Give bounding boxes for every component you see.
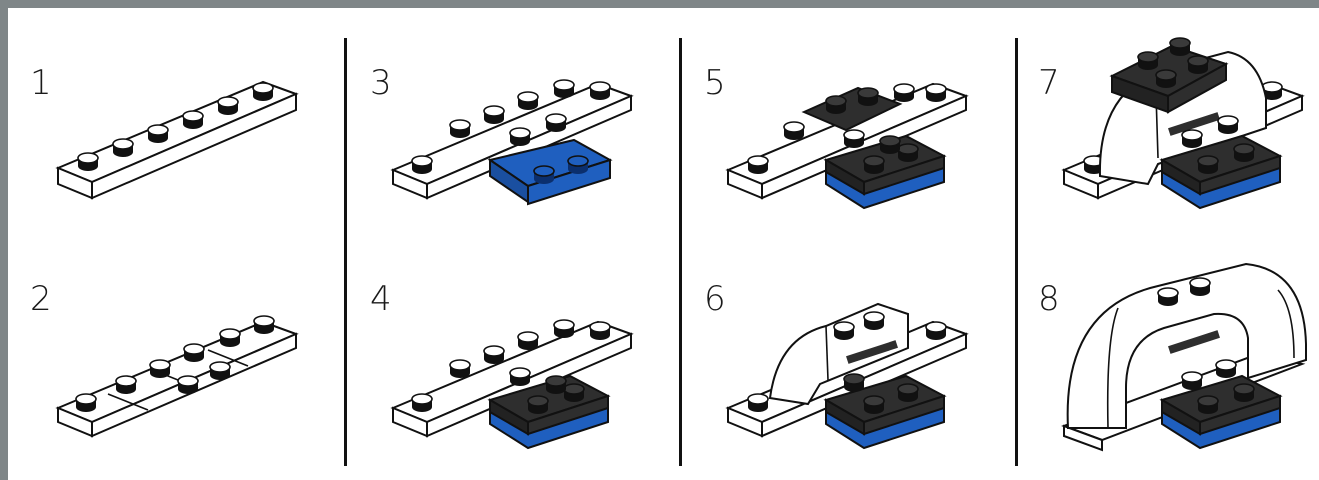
step-5-model: [725, 82, 969, 210]
step-8-model: [1061, 262, 1307, 452]
step-number-8: 8: [1038, 279, 1060, 319]
step-7-model: [1061, 37, 1305, 210]
step-6-model: [725, 302, 969, 450]
step-number-6: 6: [704, 279, 726, 319]
column-divider-3: [1015, 38, 1018, 466]
column-divider-2: [679, 38, 682, 466]
step-number-2: 2: [30, 279, 52, 319]
step-4-model: [390, 319, 634, 450]
step-number-4: 4: [370, 279, 392, 319]
step-number-7: 7: [1038, 63, 1060, 103]
build-steps-illustration: [55, 37, 1307, 452]
step-number-1: 1: [30, 63, 52, 103]
column-divider-1: [344, 38, 347, 466]
step-2-model: [55, 315, 299, 438]
step-number-3: 3: [370, 63, 392, 103]
step-3-model: [390, 79, 634, 206]
step-1-model: [55, 80, 299, 200]
instruction-page: 1 2 3 4 5 6 7 8: [8, 8, 1319, 480]
step-number-5: 5: [704, 63, 726, 103]
